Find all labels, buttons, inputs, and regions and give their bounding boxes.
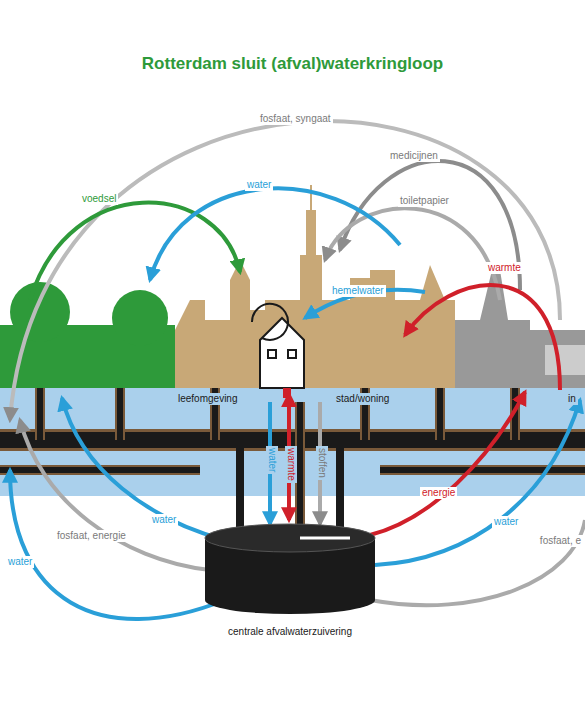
flow-label: voedsel (80, 193, 118, 205)
flow-label: fosfaat, energie (55, 530, 128, 542)
flow-label: water (492, 516, 520, 528)
treatment-plant: centrale afvalwaterzuivering (200, 518, 380, 637)
flow-label: water (150, 514, 178, 526)
diagram-title: Rotterdam sluit (afval)waterkringloop (0, 54, 585, 74)
flow-label: water (6, 556, 34, 568)
flow-label: hemelwater (330, 285, 386, 297)
flow-label: leefomgeving (176, 393, 239, 405)
plant-label: centrale afvalwaterzuivering (200, 626, 380, 637)
flow-label: water (245, 179, 273, 191)
flow-label: stoffen (316, 446, 328, 480)
flow-label: warmte (486, 262, 523, 274)
flow-label: warmte (285, 446, 297, 483)
flow-label: in (566, 393, 578, 405)
plant-cylinder (200, 518, 380, 620)
flow-label: fosfaat, syngaat (258, 113, 333, 125)
flow-label: stad/woning (334, 393, 391, 405)
flow-label: water (266, 446, 278, 474)
flow-label: energie (420, 487, 457, 499)
flow-label: toiletpapier (398, 195, 451, 207)
flow-label: medicijnen (388, 150, 440, 162)
flow-label: fosfaat, e (538, 535, 583, 547)
